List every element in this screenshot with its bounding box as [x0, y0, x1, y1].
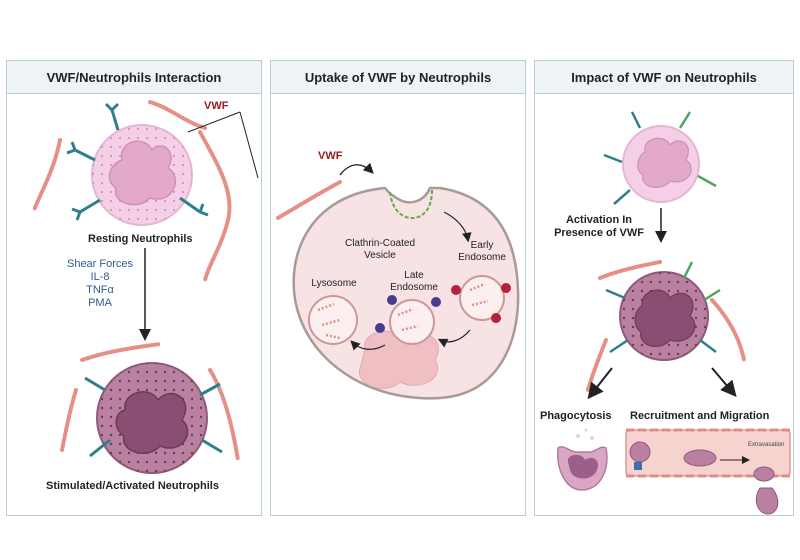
resting-neutrophils-label: Resting Neutrophils	[88, 233, 193, 245]
activation-label-line2: Presence of VWF	[554, 227, 644, 239]
early-endosome	[451, 275, 511, 323]
stimulus-tnfa: TNFα	[86, 284, 114, 296]
clathrin-label-line2: Vesicle	[364, 250, 396, 261]
early-label-line1: Early	[470, 240, 494, 251]
entry-arrow	[339, 162, 374, 176]
early-label-line2: Endosome	[458, 252, 506, 263]
late-endosome	[375, 295, 441, 345]
late-label-line1: Late	[404, 270, 424, 281]
phagocytosis-arrow	[587, 367, 613, 400]
late-label-line2: Endosome	[390, 282, 438, 293]
activation-label-line1: Activation In	[565, 214, 632, 226]
receptors-activated	[84, 376, 223, 458]
vwf-pointer-lines	[187, 111, 259, 179]
activated-neutrophils-label: Stimulated/Activated Neutrophils	[46, 480, 219, 492]
receptors-resting	[66, 102, 209, 221]
impact-activated-cell	[586, 260, 746, 392]
activated-neutrophil	[96, 362, 208, 474]
stimulus-shear-forces: Shear Forces	[66, 258, 134, 270]
activation-label: Activation In Presence of VWF	[544, 214, 654, 240]
lysosome-label: Lysosome	[311, 278, 357, 289]
stimuli-list: Shear Forces IL-8 TNFα PMA	[60, 258, 140, 310]
vwf-strand-panel2	[276, 180, 342, 220]
phagocytosis-label: Phagocytosis	[540, 410, 612, 422]
impact-resting-cell	[603, 111, 717, 205]
stimulus-il8: IL-8	[90, 271, 110, 283]
clathrin-label-line1: Clathrin-Coated	[344, 238, 416, 249]
vwf-strands-panel1	[32, 100, 240, 462]
panel-title-impact: Impact of VWF on Neutrophils	[535, 61, 793, 94]
recruitment-label: Recruitment and Migration	[630, 410, 770, 422]
vwf-label-panel2: VWF	[318, 150, 343, 162]
clathrin-vesicle-label: Clathrin-Coated Vesicle	[330, 238, 430, 262]
lysosome	[308, 295, 358, 345]
panel-title-interaction: VWF/Neutrophils Interaction	[7, 61, 261, 94]
resting-neutrophil	[91, 124, 193, 226]
phagocytosis-cell	[557, 428, 608, 491]
late-endosome-label: Late Endosome	[384, 270, 444, 294]
panel-title-uptake: Uptake of VWF by Neutrophils	[271, 61, 525, 94]
early-endosome-label: Early Endosome	[452, 240, 512, 264]
stimulus-pma: PMA	[88, 297, 112, 309]
vwf-label-panel1: VWF	[204, 100, 229, 112]
uptake-cell	[292, 186, 520, 400]
recruitment-arrow	[711, 367, 737, 398]
blood-vessel	[625, 428, 791, 515]
extravasation-label: Extravasation	[748, 442, 785, 448]
